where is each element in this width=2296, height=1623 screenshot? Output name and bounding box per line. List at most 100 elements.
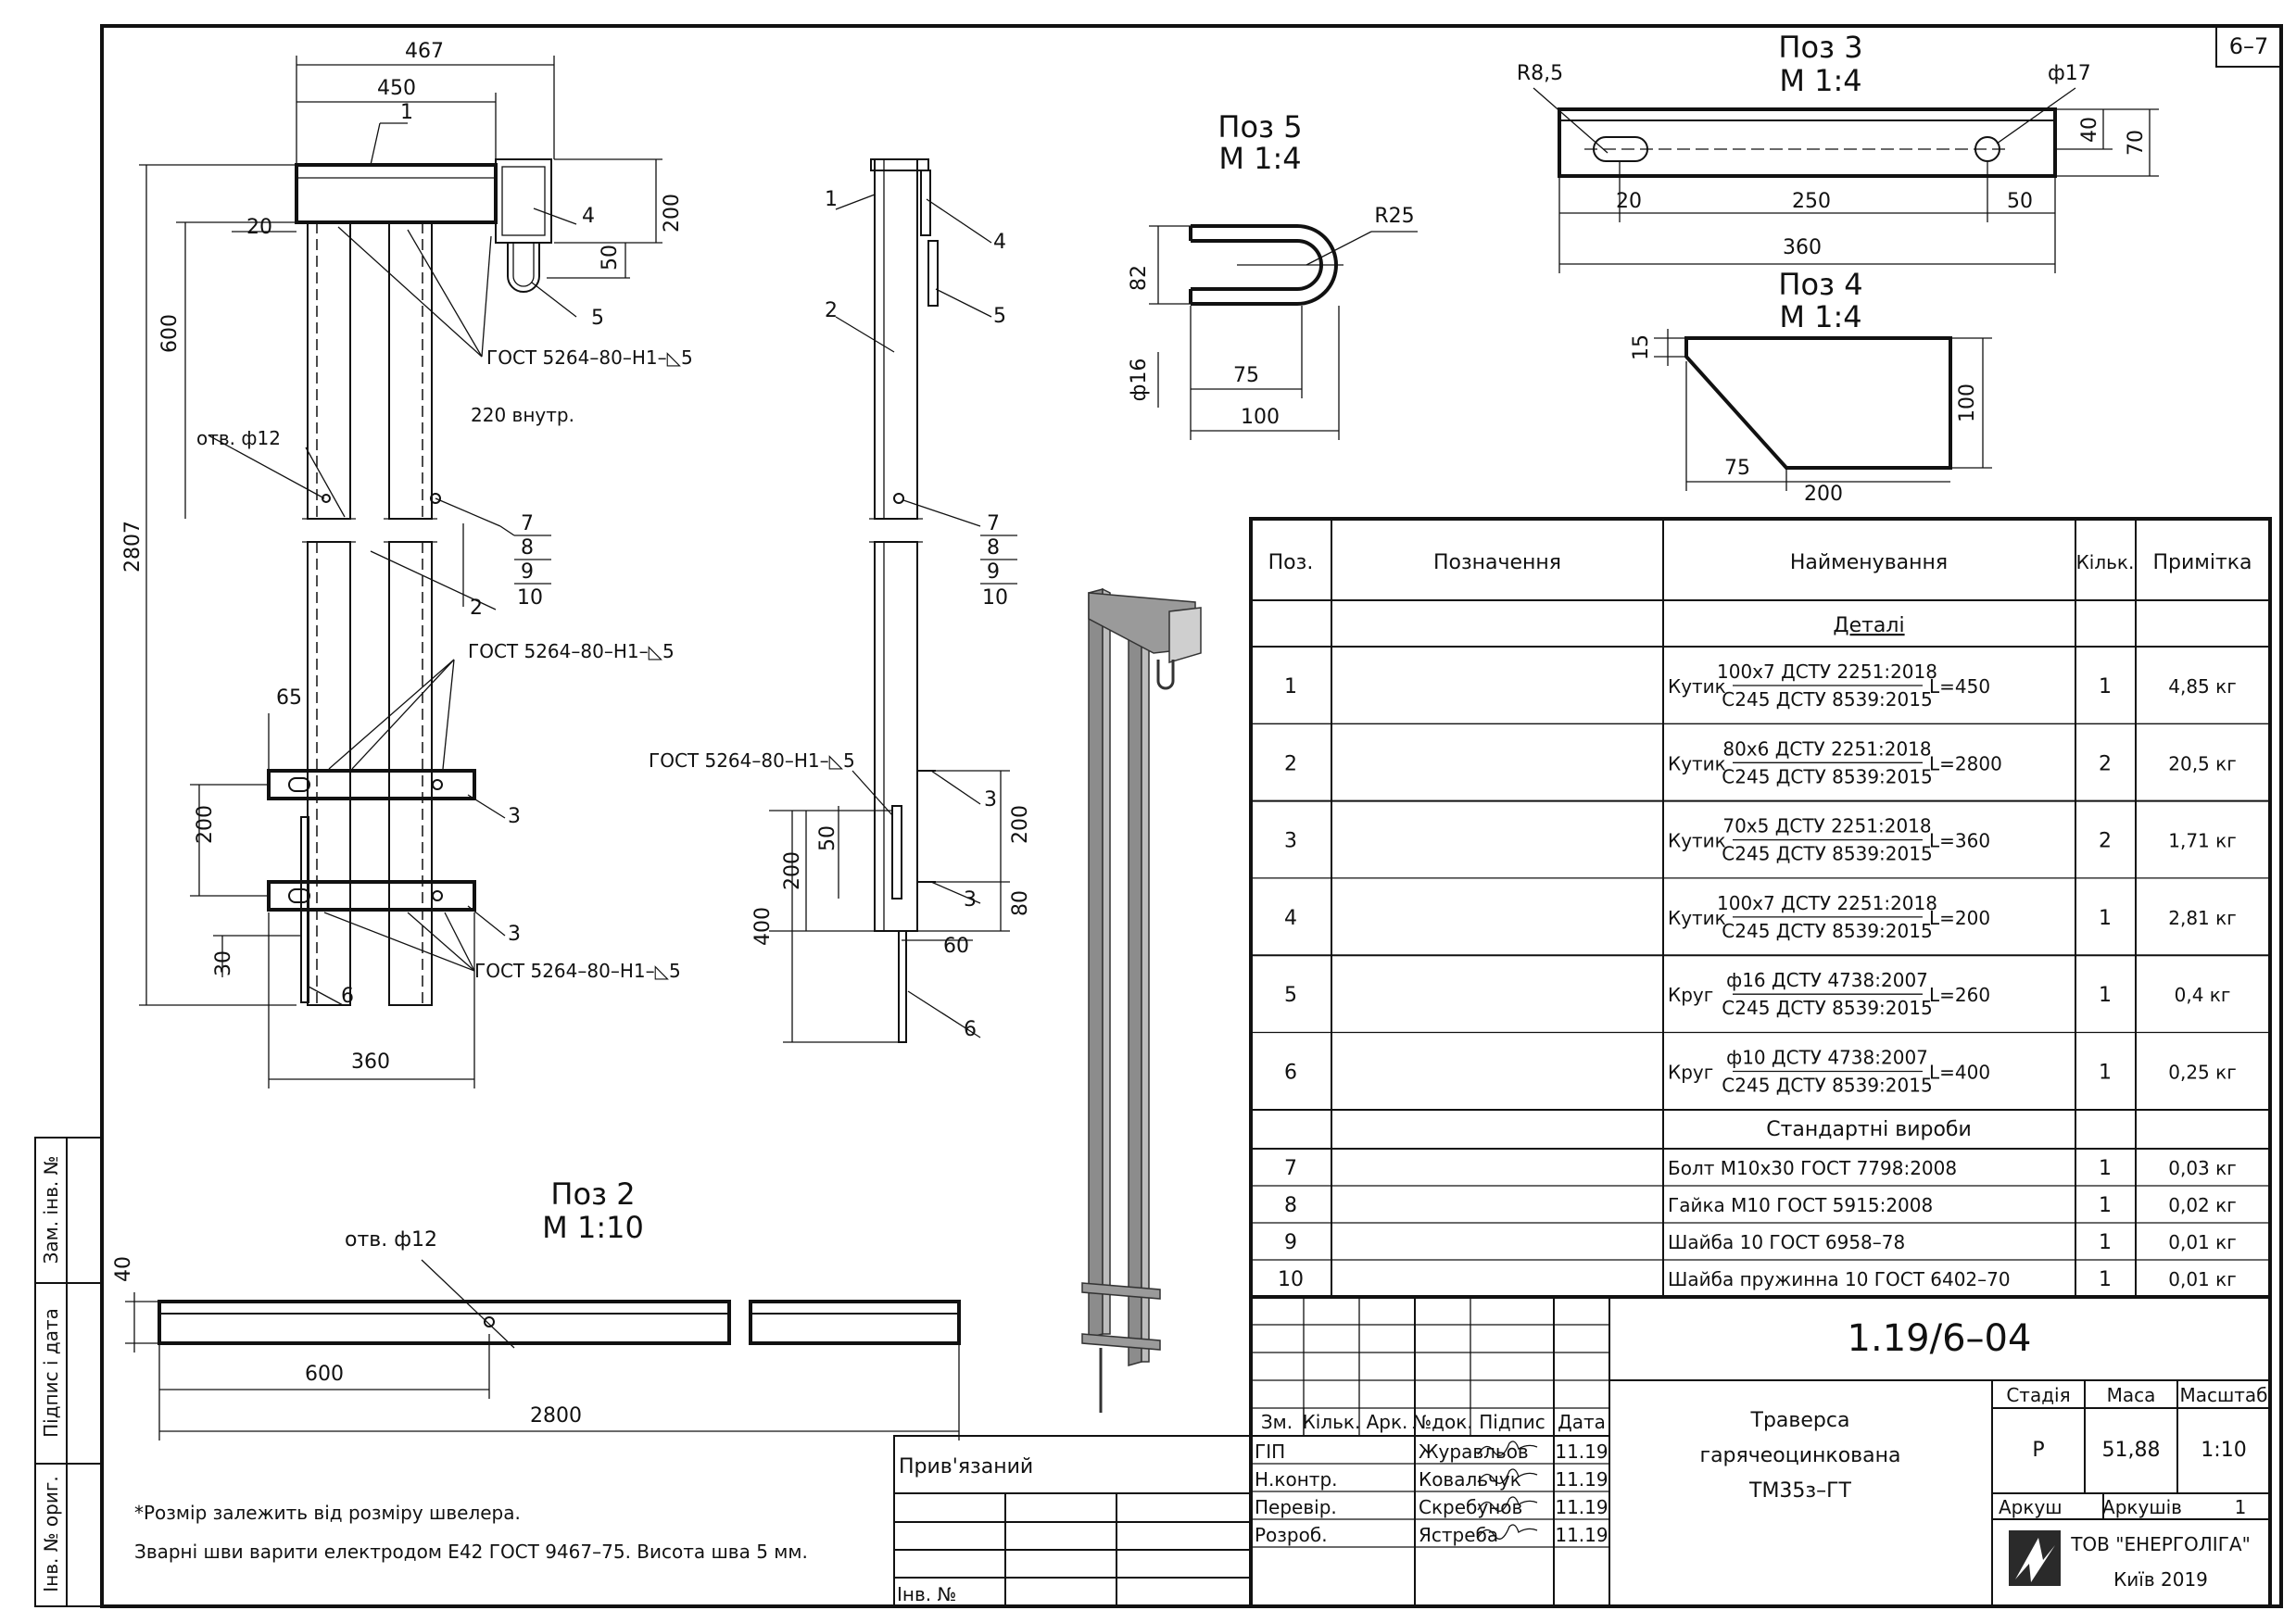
spec-detail-qty: 1 (2099, 675, 2112, 698)
side-dim-400: 400 (751, 907, 775, 946)
poz3-dim-a: 20 (1616, 190, 1642, 213)
company-name: ТОВ "ЕНЕРГОЛІГА" (2070, 1533, 2251, 1555)
side-dim-200r: 200 (1009, 805, 1032, 844)
spec-header-designation: Позначення (1433, 551, 1561, 574)
sig-role: Н.контр. (1255, 1468, 1338, 1491)
side-label-4: 4 (993, 231, 1006, 254)
spec-detail-len: L=450 (1929, 675, 1990, 698)
dim-360: 360 (351, 1051, 390, 1074)
dim-450: 450 (377, 77, 416, 100)
side-stamp-sign: Підпис і дата (40, 1308, 62, 1438)
poz4-dim-len: 200 (1804, 483, 1843, 506)
sig-header-zm: Зм. (1261, 1411, 1293, 1433)
sig-name: Ястреба (1419, 1524, 1498, 1546)
stage-label: Стадія (2006, 1384, 2070, 1406)
front-weld-note-2: ГОСТ 5264–80–Н1–◺5 (468, 640, 675, 662)
spec-table: Поз. Позначення Найменування Кільк. Прим… (1249, 517, 2272, 1299)
side-bracket-top (870, 158, 929, 171)
spec-detail-bottom: С245 ДСТУ 8539:2015 (1722, 920, 1932, 942)
spec-detail-note: 4,85 кг (2168, 675, 2236, 698)
spec-detail-bottom: С245 ДСТУ 8539:2015 (1722, 1075, 1932, 1097)
drawing-code: 1.19/6–04 (1848, 1317, 2032, 1360)
front-hook-poz5 (507, 243, 540, 293)
mass-value: 51,88 (2102, 1439, 2161, 1462)
spec-standard-name: Гайка М10 ГОСТ 5915:2008 (1668, 1194, 1933, 1216)
spec-detail-pos: 2 (1284, 752, 1297, 775)
side-label-10: 10 (982, 586, 1008, 610)
sig-handwriting (1477, 1441, 1538, 1456)
spec-detail-len: L=360 (1929, 830, 1990, 852)
front-angle-poz3-lower (267, 880, 476, 912)
sheets-value: 1 (2235, 1496, 2247, 1518)
spec-detail-len: L=400 (1929, 1062, 1990, 1084)
sig-role: Розроб. (1255, 1524, 1328, 1546)
front-label-9: 9 (521, 560, 534, 584)
detail-poz3: Поз 3 М 1:4 R8,5 ф17 20 250 50 360 40 70 (1517, 30, 2159, 273)
sig-date: 11.19 (1555, 1468, 1608, 1491)
spec-detail-note: 0,4 кг (2175, 984, 2231, 1006)
spec-standard-pos: 10 (1278, 1268, 1304, 1291)
spec-detail-kind: Кутик (1668, 675, 1726, 698)
poz3-dim-h1: 40 (2078, 117, 2101, 143)
side-stamp-replace: Зам. інв. № (40, 1156, 62, 1264)
side-dim-60: 60 (943, 935, 969, 958)
poz3-slot (1593, 136, 1648, 162)
title-line-3: ТМ35з–ГТ (1748, 1479, 1852, 1503)
sig-date: 11.19 (1555, 1441, 1608, 1463)
spec-detail-top: 70х5 ДСТУ 2251:2018 (1722, 815, 1931, 837)
spec-header-pos: Поз. (1268, 551, 1314, 574)
side-stamp: Зам. інв. № Підпис і дата Інв. № ориг. (34, 1137, 103, 1607)
poz2-title: Поз 2 (550, 1176, 635, 1212)
spec-standard-note: 0,02 кг (2168, 1194, 2236, 1216)
side-weld-note: ГОСТ 5264–80–Н1–◺5 (649, 749, 855, 772)
poz3-dim-c: 50 (2007, 190, 2033, 213)
spec-detail-note: 1,71 кг (2168, 830, 2236, 852)
spec-standard-pos: 9 (1284, 1231, 1297, 1254)
scale-value: 1:10 (2201, 1439, 2246, 1462)
poz2-scale: М 1:10 (542, 1210, 644, 1245)
sig-header-ark: Арк. (1367, 1411, 1408, 1433)
spec-detail-len: L=2800 (1929, 752, 2002, 774)
poz3-scale: М 1:4 (1779, 63, 1861, 98)
spec-detail-bottom: С245 ДСТУ 8539:2015 (1722, 688, 1932, 711)
spec-standard-name: Шайба пружинна 10 ГОСТ 6402–70 (1668, 1268, 2011, 1290)
sig-name: Журавльов (1419, 1441, 1529, 1463)
side-label-8: 8 (987, 536, 1000, 560)
sheet-number: 6–7 (2229, 33, 2269, 59)
spec-detail-pos: 5 (1284, 984, 1297, 1007)
spec-detail-kind: Круг (1668, 984, 1713, 1006)
spec-standard-qty: 1 (2099, 1194, 2112, 1217)
spec-detail-kind: Круг (1668, 1062, 1713, 1084)
poz3-dim-r: R8,5 (1517, 62, 1563, 85)
spec-detail-len: L=260 (1929, 984, 1990, 1006)
side-angle-upper (874, 158, 918, 520)
spec-header-name: Найменування (1790, 551, 1948, 574)
side-stamp-orig: Інв. № ориг. (40, 1476, 62, 1592)
spec-detail-qty: 2 (2099, 752, 2112, 775)
scale-label: Масштаб (2179, 1384, 2267, 1406)
spec-detail-note: 0,25 кг (2168, 1062, 2236, 1084)
front-bracket-poz4 (495, 158, 552, 244)
title-line-2: гарячеоцинкована (1700, 1444, 1901, 1467)
dim-50: 50 (599, 245, 622, 270)
spec-detail-bottom: С245 ДСТУ 8539:2015 (1722, 843, 1932, 865)
poz3-dim-h2: 70 (2125, 130, 2148, 156)
spec-detail-bottom: С245 ДСТУ 8539:2015 (1722, 765, 1932, 787)
poz5-scale: М 1:4 (1218, 141, 1301, 176)
sig-header-date: Дата (1558, 1411, 1606, 1433)
poz4-dim-a: 75 (1724, 457, 1750, 480)
poz2-dim-h: 40 (112, 1256, 135, 1282)
front-angle-poz2-right-upper (388, 221, 433, 520)
sig-handwriting (1477, 1468, 1538, 1484)
poz5-dim-b: 100 (1241, 406, 1280, 429)
front-weld-note-1: ГОСТ 5264–80–Н1–◺5 (486, 346, 693, 369)
sheet-number-box: 6–7 (2215, 25, 2282, 68)
mass-label: Маса (2107, 1384, 2156, 1406)
poz4-dim-t: 15 (1630, 334, 1653, 360)
sig-name: Скребунов (1419, 1496, 1522, 1518)
sheet-label: Аркуш (1999, 1496, 2063, 1518)
